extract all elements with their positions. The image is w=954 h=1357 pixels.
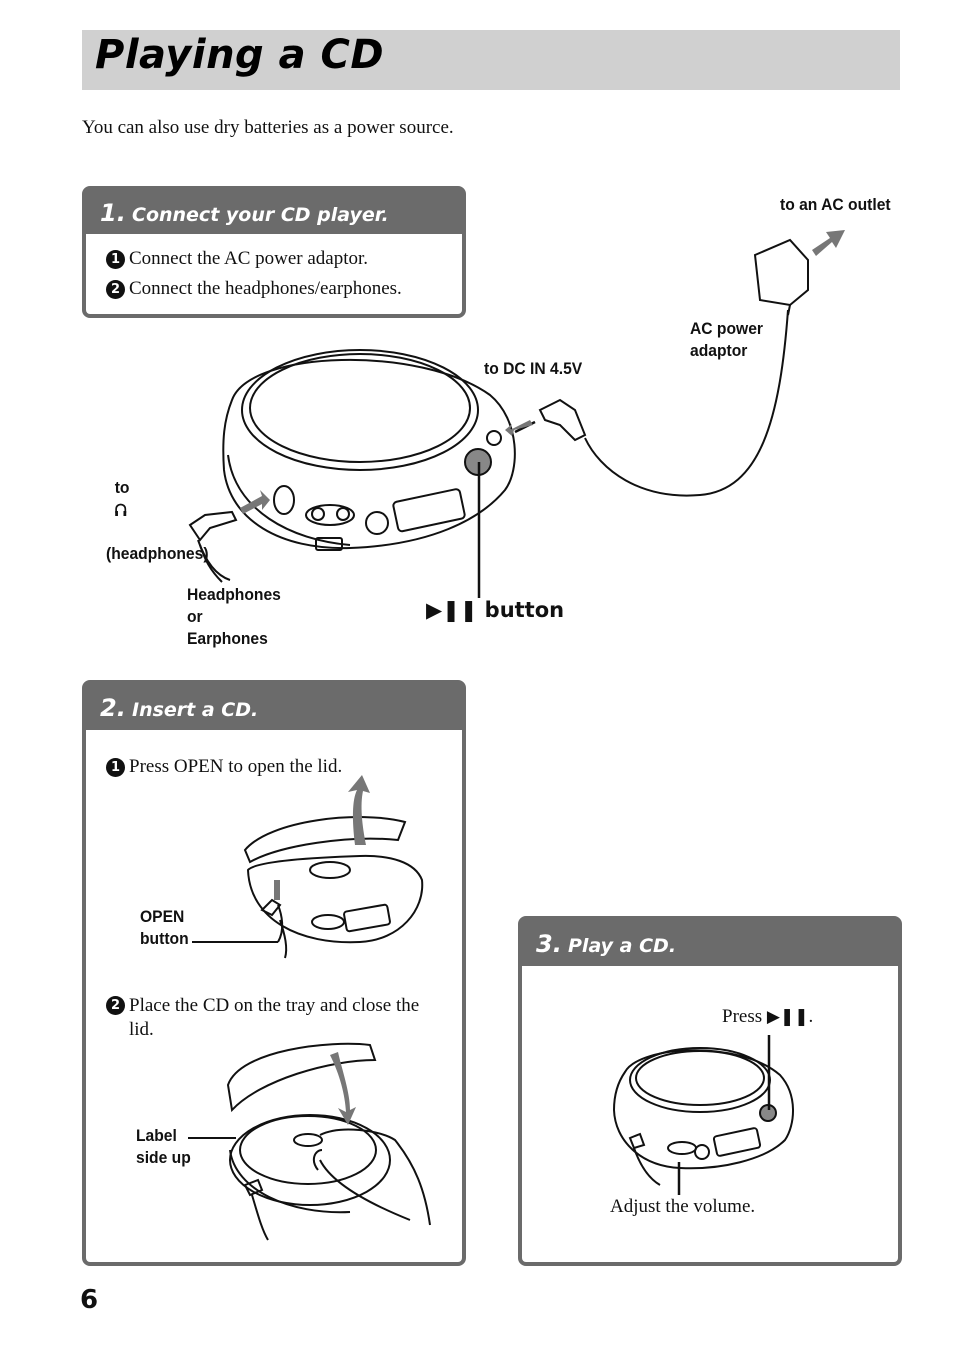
step-marker: 2 [106,996,125,1015]
play-pause-icon: ▶❚❚ [426,598,478,622]
section2-header: 2. Insert a CD. [86,684,462,730]
section1-box: 1. Connect your CD player. 1 Connect the… [82,186,466,318]
press-suffix: . [808,1006,814,1027]
section2-number: 2. [100,694,126,722]
section1-title: Connect your CD player. [132,204,389,226]
play-button-text: button [484,598,565,622]
label-ac-adaptor: AC power adaptor [690,319,763,360]
play-pause-icon: ▶❚❚ [766,1007,809,1027]
label-headphones: Headphones or Earphones [187,585,281,648]
title-bar [82,30,900,90]
section1-step1: 1 Connect the AC power adaptor. [106,248,368,270]
section3-number: 3. [536,930,562,958]
section2-box: 2. Insert a CD. 1 Press OPEN to open the… [82,680,466,1266]
section1-number: 1. [100,199,126,227]
step-text: Connect the headphones/earphones. [129,278,402,299]
label-ac-outlet: to an AC outlet [780,195,891,214]
label-to: to [114,478,130,497]
label-headphones-jack: to (headphones) [106,455,209,565]
section1-step2: 2 Connect the headphones/earphones. [106,278,402,300]
label-side-up: Label side up [136,1126,191,1167]
section2-title: Insert a CD. [132,699,259,721]
intro-text: You can also use dry batteries as a powe… [82,117,454,138]
section3-box: 3. Play a CD. [518,916,902,1266]
step-text: Connect the AC power adaptor. [129,248,369,269]
section3-title: Play a CD. [568,935,677,957]
section3-header: 3. Play a CD. [522,920,898,966]
step-marker: 1 [106,758,125,777]
page-number: 6 [80,1285,99,1315]
step-text: Place the CD on the tray and close the l… [129,995,420,1040]
label-play-button: ▶❚❚ button [426,598,564,622]
headphones-icon [115,503,127,516]
step-text: Press OPEN to open the lid. [129,756,343,777]
label-headphones-paren: (headphones) [106,544,209,563]
step-marker: 2 [106,280,125,299]
page-title: Playing a CD [95,32,385,78]
section2-step2: 2 Place the CD on the tray and close the… [106,994,436,1042]
label-dc-in: to DC IN 4.5V [484,359,583,378]
label-open-button: OPEN button [140,907,189,948]
press-play-text: Press ▶❚❚. [722,1006,813,1028]
step-marker: 1 [106,250,125,269]
adjust-volume-text: Adjust the volume. [610,1196,756,1217]
press-label: Press [722,1006,763,1027]
section2-step1: 1 Press OPEN to open the lid. [106,756,342,778]
section1-header: 1. Connect your CD player. [86,190,462,234]
